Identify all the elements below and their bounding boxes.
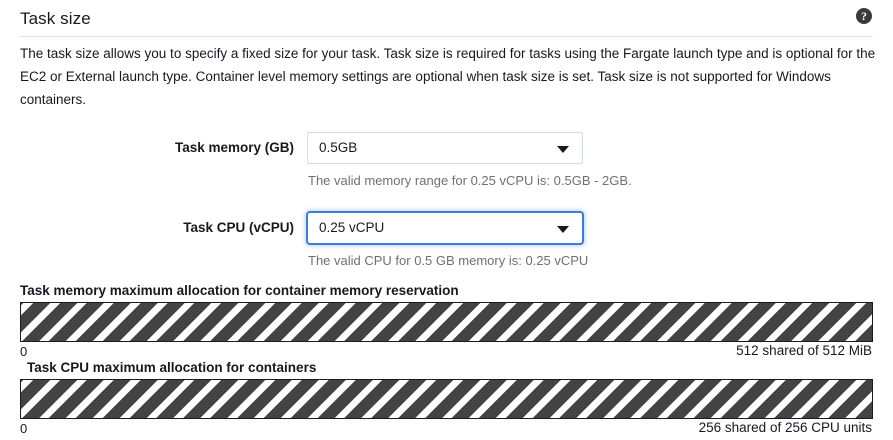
panel-description: The task size allows you to specify a fi… [20, 46, 876, 107]
task-cpu-helper-text: The valid CPU for 0.5 GB memory is: 0.25… [308, 253, 589, 268]
task-cpu-value: 0.25 vCPU [319, 220, 385, 235]
chevron-down-icon [557, 146, 569, 153]
cpu-allocation-max: 256 shared of 256 CPU units [698, 420, 872, 435]
header-divider [20, 36, 873, 37]
memory-allocation-max: 512 shared of 512 MiB [736, 343, 872, 358]
memory-allocation-bar [20, 302, 873, 342]
task-memory-value: 0.5GB [319, 140, 358, 155]
task-memory-label: Task memory (GB) [174, 140, 294, 155]
page-title: Task size [20, 9, 91, 28]
cpu-allocation-min: 0 [20, 421, 28, 436]
task-cpu-row: Task CPU (vCPU) 0.25 vCPU [0, 212, 893, 244]
memory-allocation-bar-fill [21, 303, 872, 341]
task-cpu-select[interactable]: 0.25 vCPU [307, 212, 583, 244]
memory-allocation-min: 0 [20, 344, 28, 359]
cpu-allocation-bar [20, 379, 873, 419]
task-memory-helper-text: The valid memory range for 0.25 vCPU is:… [308, 173, 632, 188]
task-cpu-label: Task CPU (vCPU) [183, 220, 294, 235]
cpu-allocation-label: Task CPU maximum allocation for containe… [27, 360, 317, 375]
task-cpu-select-wrap[interactable]: 0.25 vCPU [307, 212, 583, 244]
chevron-down-icon [557, 226, 569, 233]
panel-header: Task size ? [0, 0, 893, 37]
memory-allocation-label: Task memory maximum allocation for conta… [20, 283, 459, 298]
help-circle-icon[interactable]: ? [856, 8, 872, 24]
task-memory-select[interactable]: 0.5GB [307, 132, 583, 164]
task-memory-row: Task memory (GB) 0.5GB [0, 132, 893, 164]
cpu-allocation-bar-fill [21, 380, 872, 418]
task-memory-select-wrap[interactable]: 0.5GB [307, 132, 583, 164]
